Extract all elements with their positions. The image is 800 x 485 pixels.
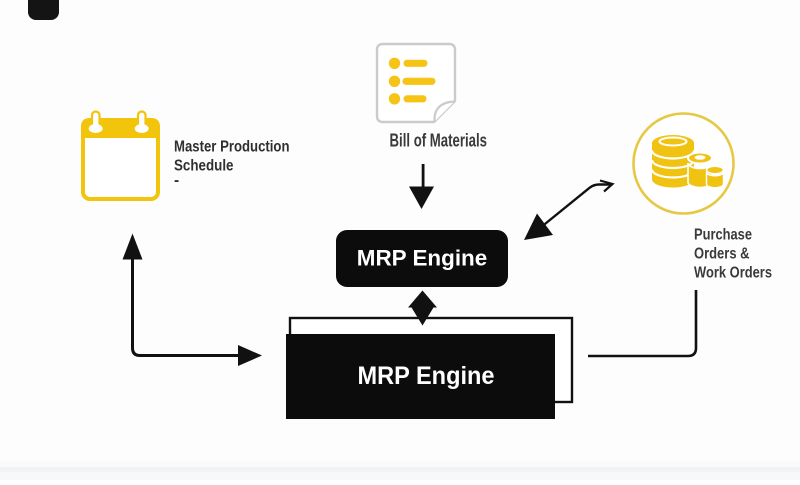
svg-text:-: - xyxy=(174,172,179,189)
svg-text:Orders &: Orders & xyxy=(694,246,750,263)
svg-text:MRP Engine: MRP Engine xyxy=(358,362,495,390)
svg-text:Schedule: Schedule xyxy=(174,157,234,174)
svg-text:Bill of Materials: Bill of Materials xyxy=(390,131,488,151)
svg-text:MRP Engine: MRP Engine xyxy=(357,246,488,271)
svg-text:Work Orders: Work Orders xyxy=(694,265,772,282)
svg-text:Purchase: Purchase xyxy=(694,227,752,244)
svg-text:Master Production: Master Production xyxy=(174,138,290,155)
